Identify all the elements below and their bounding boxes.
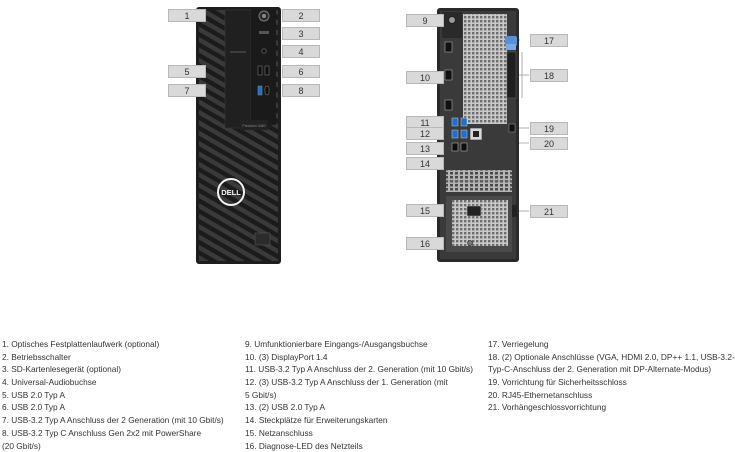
callout-2: 2 [282, 9, 320, 22]
callout-1: 1 [168, 9, 206, 22]
legend-item: 1. Optisches Festplattenlaufwerk (option… [2, 338, 224, 351]
callout-5: 5 [168, 65, 206, 78]
callout-7: 7 [168, 84, 206, 97]
legend-item: 7. USB-3.2 Typ A Anschluss der 2 Generat… [2, 414, 224, 427]
legend-column-3: 17. Verriegelung 18. (2) Optionale Ansch… [488, 338, 735, 414]
legend-item: 9. Umfunktionierbare Eingangs-/Ausgangsb… [245, 338, 473, 351]
legend-item: 16. Diagnose-LED des Netzteils [245, 440, 473, 452]
legend-item: 20. RJ45-Ethernetanschluss [488, 389, 735, 402]
callout-3: 3 [282, 27, 320, 40]
legend-item: 13. (2) USB 2.0 Typ A [245, 401, 473, 414]
legend-column-2: 9. Umfunktionierbare Eingangs-/Ausgangsb… [245, 338, 473, 452]
legend-item: 21. Vorhängeschlossvorrichtung [488, 401, 735, 414]
front-model-label: Precision 3460 [242, 124, 265, 128]
legend-column-1: 1. Optisches Festplattenlaufwerk (option… [2, 338, 224, 452]
legend-item: 19. Vorrichtung für Sicherheitsschloss [488, 376, 735, 389]
legend-item: Typ-C-Anschluss der 2. Generation mit DP… [488, 363, 735, 376]
legend-item: 15. Netzanschluss [245, 427, 473, 440]
legend-item: 10. (3) DisplayPort 1.4 [245, 351, 473, 364]
front-logo: DELL [221, 188, 241, 197]
legend-item: 14. Steckplätze für Erweiterungskarten [245, 414, 473, 427]
legend-item: 6. USB 2.0 Typ A [2, 401, 224, 414]
legend-item: 2. Betriebsschalter [2, 351, 224, 364]
callout-4: 4 [282, 45, 320, 58]
callout-12: 12 [406, 127, 444, 140]
legend-item: 5 Gbit/s) [245, 389, 473, 402]
callout-17: 17 [530, 34, 568, 47]
callout-21: 21 [530, 205, 568, 218]
callout-6: 6 [282, 65, 320, 78]
callout-14: 14 [406, 157, 444, 170]
front-chassis [196, 7, 281, 264]
legend-item: 11. USB-3.2 Typ A Anschluss der 2. Gener… [245, 363, 473, 376]
callout-16: 16 [406, 237, 444, 250]
rear-chassis [437, 8, 519, 262]
callout-9: 9 [406, 14, 444, 27]
callout-19: 19 [530, 122, 568, 135]
legend-item: 17. Verriegelung [488, 338, 735, 351]
legend-item: (20 Gbit/s) [2, 440, 224, 452]
legend-item: 5. USB 2.0 Typ A [2, 389, 224, 402]
callout-20: 20 [530, 137, 568, 150]
legend-item: 18. (2) Optionale Anschlüsse (VGA, HDMI … [488, 351, 735, 364]
diagram-svg: DELL Precision 3460 [0, 0, 700, 300]
product-diagram: DELL Precision 3460 [0, 0, 700, 300]
legend-item: 12. (3) USB-3.2 Typ A Anschluss der 1. G… [245, 376, 473, 389]
callout-10: 10 [406, 71, 444, 84]
callout-8: 8 [282, 84, 320, 97]
callout-15: 15 [406, 204, 444, 217]
legend-item: 3. SD-Kartenlesegerät (optional) [2, 363, 224, 376]
legend-item: 8. USB-3.2 Typ C Anschluss Gen 2x2 mit P… [2, 427, 224, 440]
callout-18: 18 [530, 69, 568, 82]
legend-item: 4. Universal-Audiobuchse [2, 376, 224, 389]
callout-13: 13 [406, 142, 444, 155]
